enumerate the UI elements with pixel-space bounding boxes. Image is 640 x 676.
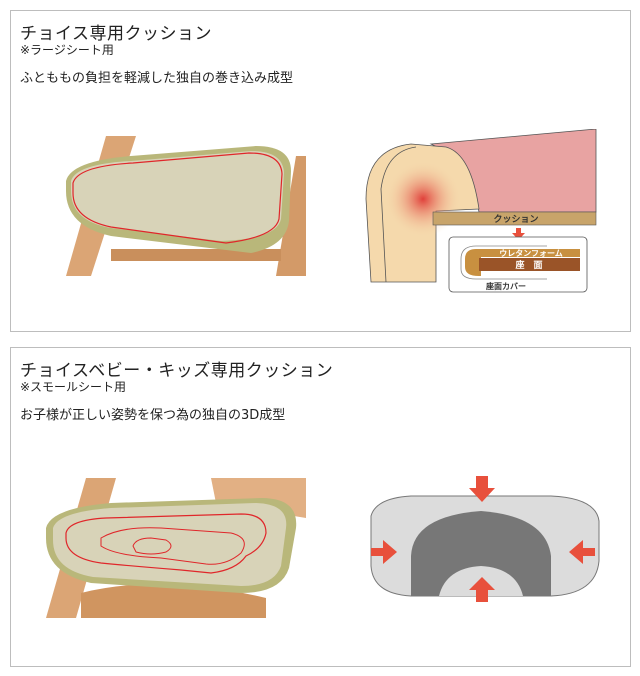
arrow-down-icon	[469, 476, 495, 502]
arrow-down-icon	[512, 228, 525, 240]
section-title: チョイス専用クッション	[20, 24, 212, 44]
posture-support-diagram	[370, 476, 600, 602]
section-subtitle: ※スモールシート用	[20, 380, 127, 394]
section-small-seat-cushion: チョイスベビー・キッズ専用クッション ※スモールシート用 お子様が正しい姿勢を保…	[10, 347, 631, 667]
large-cushion-photo	[66, 136, 306, 276]
arrow-up-icon	[469, 577, 495, 602]
section-description: ふとももの負担を軽減した独自の巻き込み成型	[20, 71, 294, 86]
section-title: チョイスベビー・キッズ専用クッション	[20, 361, 334, 381]
foam-label: ウレタンフォーム	[499, 248, 563, 258]
arrow-right-icon	[371, 540, 397, 564]
cushion-label: クッション	[493, 214, 538, 225]
cover-label: 座面カバー	[485, 281, 526, 291]
thigh-pressure-diagram: クッション ウレタンフォーム 座 面 座面カバー	[365, 129, 597, 293]
seat-label: 座 面	[514, 259, 542, 271]
section-description: お子様が正しい姿勢を保つ為の独自の3D成型	[20, 408, 286, 423]
arrow-left-icon	[569, 540, 595, 564]
section-large-seat-cushion: チョイス専用クッション ※ラージシート用 ふとももの負担を軽減した独自の巻き込み…	[10, 10, 631, 332]
small-cushion-photo	[46, 478, 306, 618]
section-subtitle: ※ラージシート用	[20, 43, 114, 57]
